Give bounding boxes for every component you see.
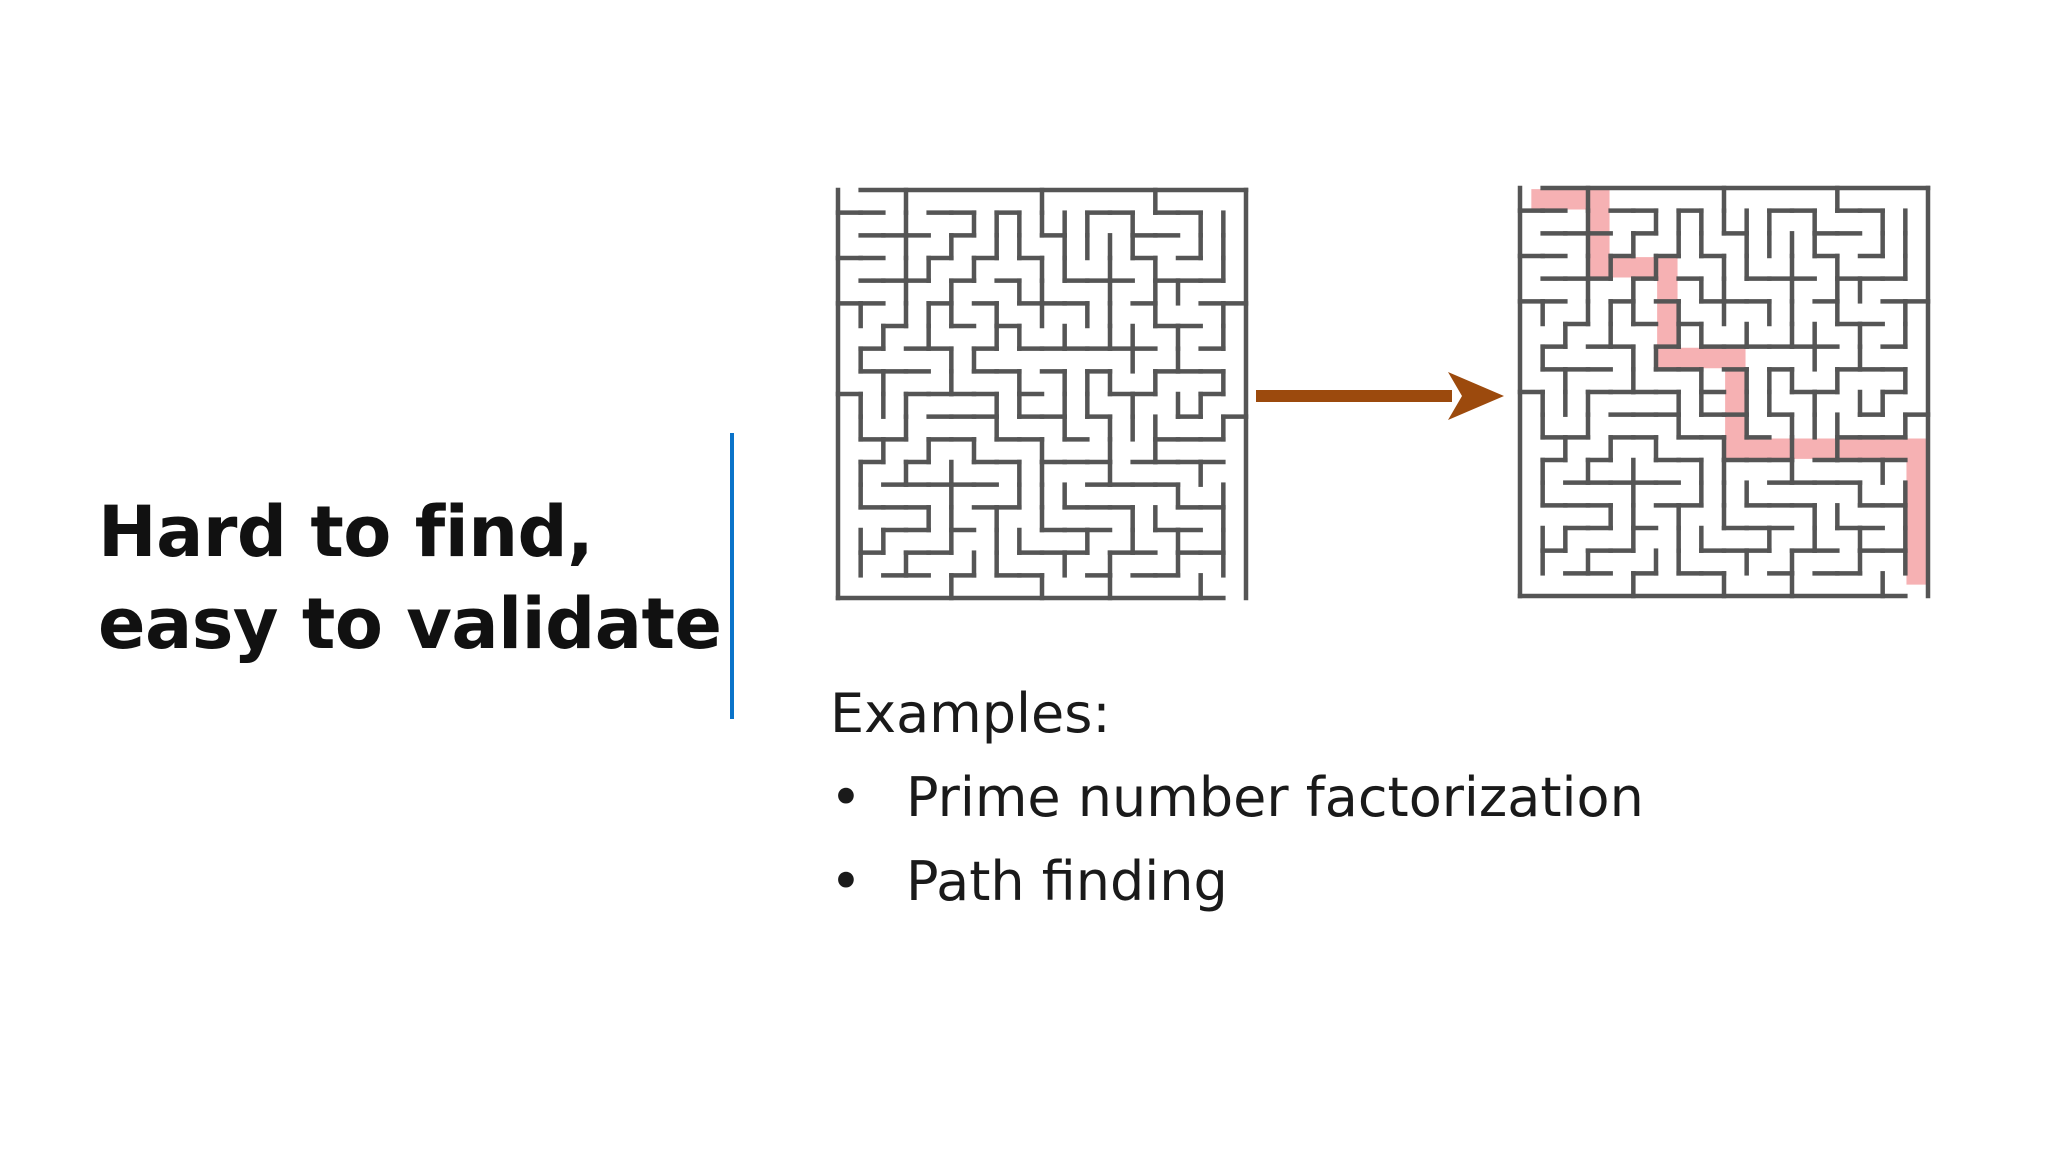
bullet-icon: • [830,766,862,829]
examples-list: • Prime number factorization • Path find… [830,756,1830,924]
right-arrow-icon [1256,372,1504,420]
bullet-icon: • [830,850,862,913]
example-text: Path finding [906,850,1228,913]
maze-unsolved-graphic [835,187,1249,601]
slide-title: Hard to find, easy to validate [98,486,722,670]
vertical-divider [730,433,734,719]
maze-image [832,184,1252,604]
maze-solution-path [1531,189,1927,585]
title-line-1: Hard to find, [98,491,594,573]
example-text: Prime number factorization [906,766,1644,829]
example-item: • Prime number factorization [830,756,1830,840]
maze-solved-graphic [1517,185,1931,599]
examples-block: Examples: • Prime number factorization •… [830,672,1830,924]
example-item: • Path finding [830,840,1830,924]
maze-solved-image [1514,182,1934,602]
examples-heading: Examples: [830,682,1111,745]
title-line-2: easy to validate [98,583,722,665]
